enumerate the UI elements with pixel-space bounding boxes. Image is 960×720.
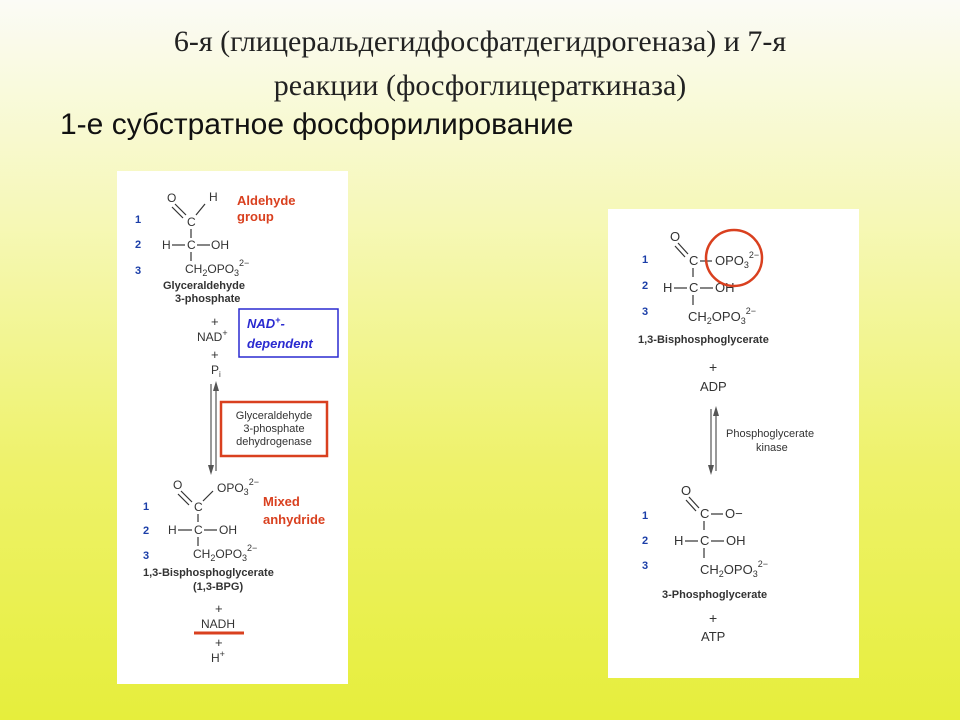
- aldehyde-group-label: Aldehyde: [237, 193, 296, 208]
- group-opo3: OPO32−: [217, 477, 259, 497]
- double-bond: [171, 206, 184, 219]
- enzyme-name: Phosphoglycerate: [726, 428, 814, 440]
- bond: [202, 490, 214, 502]
- enzyme-name: Glyceraldehyde: [236, 410, 312, 422]
- 1-3-bisphosphoglycerate-structure: O C OPO32− H C OH CH2OPO32−: [663, 229, 759, 326]
- mixed-anhydride-label: anhydride: [263, 512, 325, 527]
- enzyme-name: dehydrogenase: [236, 436, 312, 448]
- plus-sign: +: [215, 635, 223, 650]
- reverse-arrowhead: [713, 406, 719, 416]
- plus-sign: +: [215, 601, 223, 616]
- forward-arrowhead: [708, 465, 714, 475]
- atom-c1: C: [187, 215, 196, 229]
- product-name: (1,3-BPG): [193, 581, 243, 593]
- atom-o-minus: O−: [725, 506, 743, 521]
- atom-h: H: [663, 280, 672, 295]
- substrate-name: 3-phosphate: [175, 293, 240, 305]
- step-number: 2: [135, 239, 141, 251]
- forward-arrowhead: [208, 465, 214, 475]
- double-bond: [688, 496, 700, 509]
- atom-c2: C: [194, 523, 203, 537]
- step-number: 2: [642, 535, 648, 547]
- atom-oh: OH: [211, 238, 229, 252]
- nad-cofactor: NAD+: [197, 328, 228, 344]
- glyceraldehyde-3-phosphate-structure: O H C H C OH CH2OPO32−: [162, 190, 249, 278]
- enzyme-name: 3-phosphate: [243, 423, 304, 435]
- step-number: 1: [642, 254, 648, 266]
- slide-title: 6-я (глицеральдегидфосфатдегидрогеназа) …: [0, 20, 960, 108]
- proton-product: H+: [211, 649, 225, 665]
- enzyme-box: [219, 400, 329, 458]
- atom-h: H: [674, 533, 683, 548]
- atom-c2: C: [187, 238, 196, 252]
- double-bond: [174, 203, 187, 216]
- reverse-arrowhead: [213, 381, 219, 391]
- step-number: 1: [642, 510, 648, 522]
- bond: [195, 203, 206, 216]
- atom-o: O: [167, 191, 176, 205]
- step-number: 3: [642, 560, 648, 572]
- atp-product: ATP: [701, 629, 725, 644]
- atom-oh: OH: [715, 280, 735, 295]
- atom-o: O: [670, 229, 680, 244]
- phosphate-cofactor: Pi: [211, 363, 221, 379]
- enzyme-name: kinase: [756, 442, 788, 454]
- atom-c1: C: [700, 506, 709, 521]
- step-number: 1: [143, 501, 149, 513]
- nad-dependent-box: [238, 308, 339, 358]
- atom-oh: OH: [219, 523, 237, 537]
- title-line-1: 6-я (глицеральдегидфосфатдегидрогеназа) …: [173, 25, 787, 58]
- substrate-name: Glyceraldehyde: [163, 280, 245, 292]
- double-bond: [180, 490, 193, 503]
- double-bond: [674, 245, 686, 258]
- reaction-6-panel: 1 2 3 O H C H C OH CH2OPO32− Glyceraldeh…: [117, 171, 348, 684]
- phosphate-highlight-circle: [704, 228, 764, 288]
- step-number: 1: [135, 214, 141, 226]
- nad-dependent-label: NAD+-: [247, 315, 285, 331]
- double-bond: [685, 499, 697, 512]
- plus-sign: +: [709, 359, 717, 375]
- plus-sign: +: [709, 610, 717, 626]
- step-number: 2: [143, 525, 149, 537]
- group-ch2opo3: CH2OPO32−: [193, 543, 257, 563]
- group-opo3: OPO32−: [715, 250, 759, 270]
- plus-sign: +: [211, 314, 219, 329]
- atom-c2: C: [700, 533, 709, 548]
- atom-c2: C: [689, 280, 698, 295]
- group-ch2opo3: CH2OPO32−: [688, 306, 756, 326]
- product-name: 3-Phosphoglycerate: [662, 589, 767, 601]
- atom-h: H: [168, 523, 177, 537]
- product-name: 1,3-Bisphosphoglycerate: [143, 567, 274, 579]
- title-line-2: реакции (фосфоглицераткиназа): [273, 69, 687, 102]
- 1-3-bisphosphoglycerate-structure: O OPO32− C H C OH CH2OPO32−: [168, 477, 259, 563]
- reaction-6-diagram: 1 2 3 O H C H C OH CH2OPO32− Glyceraldeh…: [135, 190, 339, 665]
- slide-subtitle: 1-е субстратное фосфорилирование: [60, 108, 574, 141]
- group-ch2opo3: CH2OPO32−: [700, 559, 768, 579]
- atom-c1: C: [689, 253, 698, 268]
- 3-phosphoglycerate-structure: O C O− H C OH CH2OPO32−: [674, 483, 768, 579]
- reaction-7-panel: 1 2 3 O C OPO32− H C OH CH2OPO32− 1,3-Bi…: [608, 209, 859, 678]
- double-bond: [677, 242, 689, 255]
- nadh-product: NADH: [201, 617, 235, 631]
- step-number: 2: [642, 280, 648, 292]
- atom-h: H: [162, 238, 171, 252]
- atom-h: H: [209, 190, 218, 204]
- step-number: 3: [642, 306, 648, 318]
- atom-o: O: [173, 478, 182, 492]
- step-number: 3: [143, 550, 149, 562]
- nad-dependent-label: dependent: [247, 336, 313, 351]
- reaction-7-diagram: 1 2 3 O C OPO32− H C OH CH2OPO32− 1,3-Bi…: [638, 228, 814, 644]
- double-bond: [177, 493, 190, 506]
- mixed-anhydride-label: Mixed: [263, 494, 300, 509]
- plus-sign: +: [211, 347, 219, 362]
- atom-oh: OH: [726, 533, 746, 548]
- group-ch2opo3: CH2OPO32−: [185, 258, 249, 278]
- step-number: 3: [135, 265, 141, 277]
- atom-o: O: [681, 483, 691, 498]
- aldehyde-group-label: group: [237, 209, 274, 224]
- adp-cofactor: ADP: [700, 379, 727, 394]
- atom-c1: C: [194, 500, 203, 514]
- substrate-name: 1,3-Bisphosphoglycerate: [638, 334, 769, 346]
